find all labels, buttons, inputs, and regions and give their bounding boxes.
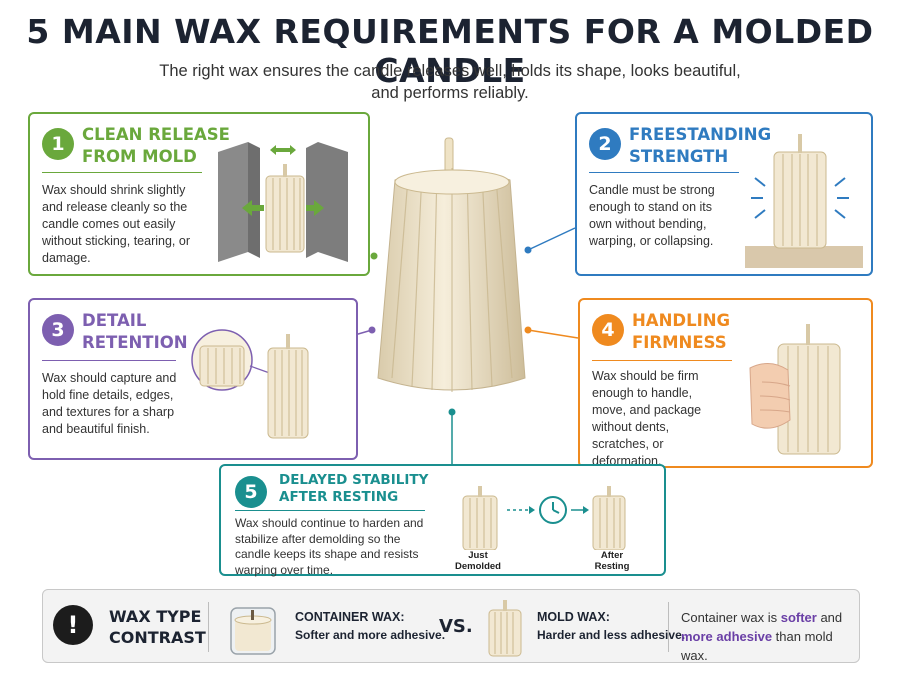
- hand-holding-candle-illustration: [749, 324, 841, 455]
- page-title: 5 MAIN WAX REQUIREMENTS FOR A MOLDED CAN…: [26, 12, 874, 90]
- mold-release-illustration: [218, 142, 348, 262]
- card-body: Wax should be firm enough to handle, mov…: [592, 369, 702, 468]
- container-candle-icon: [230, 607, 276, 655]
- demold-timeline-illustration: [462, 486, 626, 550]
- panel-divider: [208, 602, 209, 652]
- card-divider: [592, 360, 732, 361]
- connector-blue: [524, 227, 576, 254]
- card-divider: [235, 510, 425, 511]
- step-badge-4: 4: [592, 314, 624, 346]
- step-badge-3: 3: [42, 314, 74, 346]
- mold-wax-desc: Harder and less adhesive.: [537, 628, 686, 642]
- step-badge-2: 2: [589, 128, 621, 160]
- mold-candle-icon: [488, 600, 522, 657]
- container-wax-desc: Softer and more adhesive.: [295, 628, 446, 642]
- step-badge-1: 1: [42, 128, 74, 160]
- card-body: Candle must be strong enough to stand on…: [589, 183, 715, 248]
- card-divider: [589, 172, 739, 173]
- card-body: Wax should shrink slightly and release c…: [42, 183, 190, 265]
- detail-magnifier-illustration: [191, 329, 309, 439]
- contrast-summary: Container wax is softer and more adhesiv…: [681, 610, 843, 663]
- connector-green: [370, 252, 378, 260]
- card-body: Wax should capture and hold fine details…: [42, 371, 177, 436]
- card-divider: [42, 360, 176, 361]
- panel-divider: [668, 602, 669, 652]
- step-badge-5: 5: [235, 476, 267, 508]
- vs-label: VS.: [439, 616, 473, 637]
- connector-teal: [448, 408, 456, 464]
- card-body: Wax should continue to harden and stabil…: [235, 516, 424, 577]
- alert-icon: !: [53, 605, 93, 645]
- main-candle: [377, 137, 526, 392]
- container-wax-label: CONTAINER WAX:: [295, 610, 405, 624]
- card-divider: [42, 172, 202, 173]
- connector-orange: [524, 326, 579, 339]
- page-subtitle: The right wax ensures the candle release…: [159, 62, 741, 102]
- mold-wax-label: MOLD WAX:: [537, 610, 610, 624]
- standing-candle-illustration: [745, 134, 863, 268]
